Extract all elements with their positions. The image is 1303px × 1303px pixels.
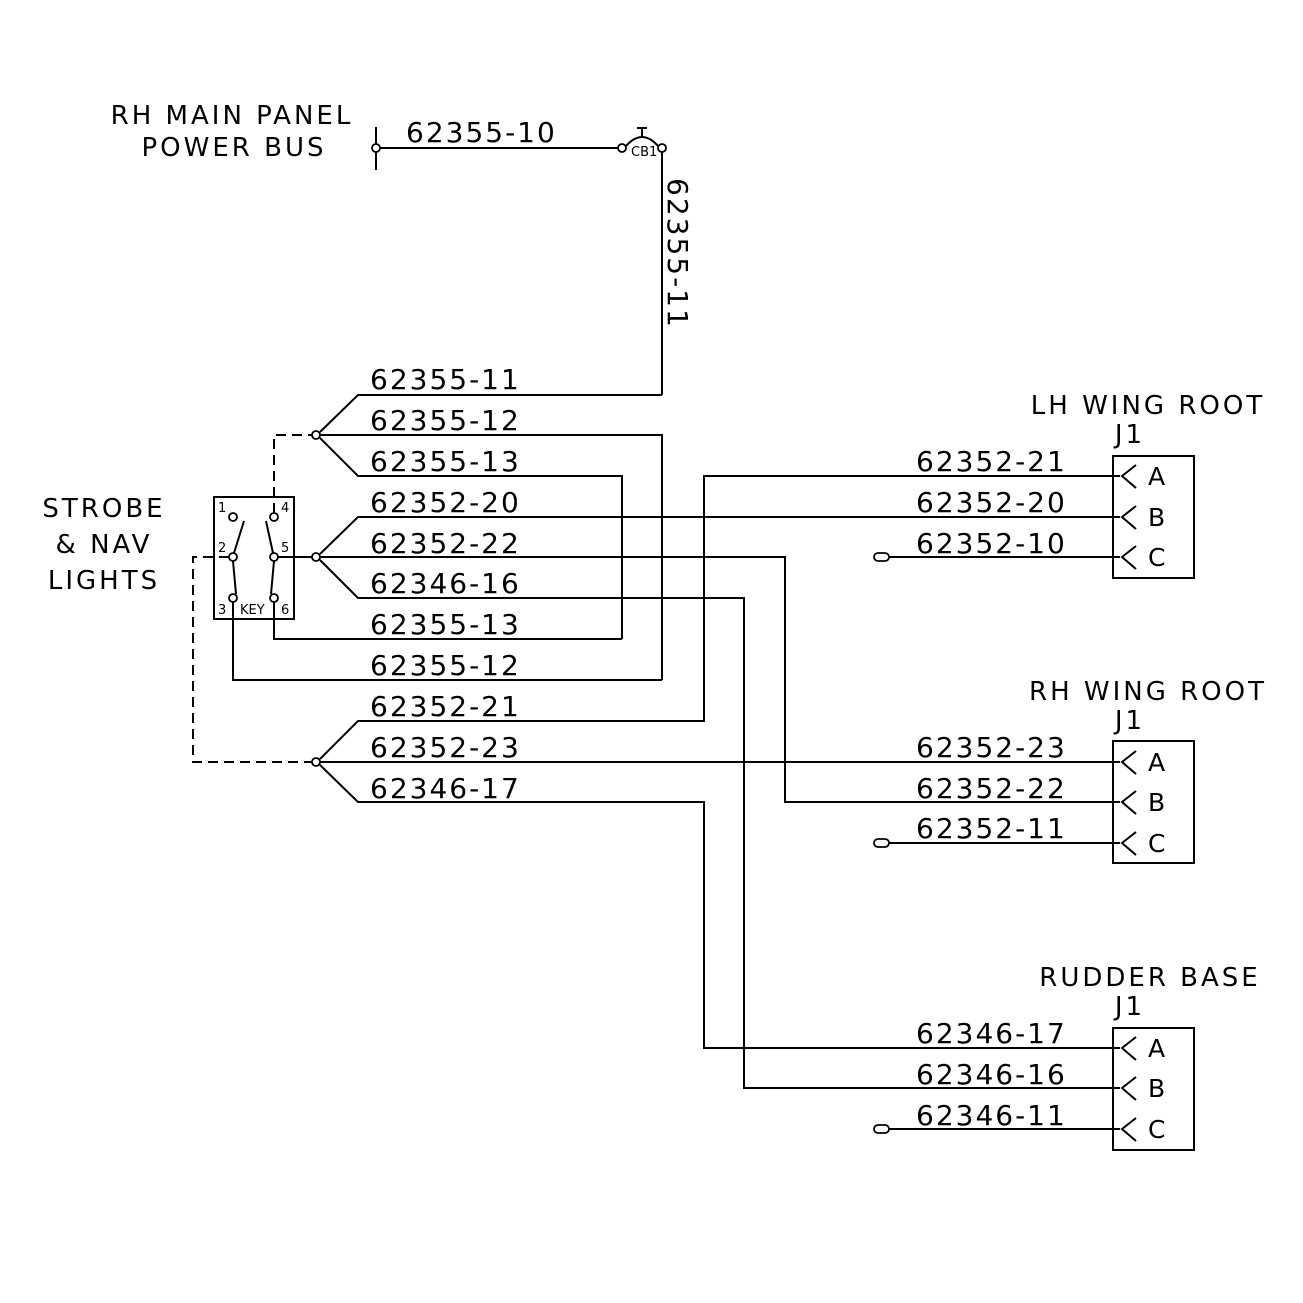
splice-top bbox=[311, 430, 321, 440]
bus-terminal bbox=[371, 143, 381, 153]
connector-subtitle: J1 bbox=[1113, 706, 1145, 736]
harness-label-9: 62352-21 bbox=[370, 690, 521, 723]
wire-62346-17 bbox=[319, 764, 1120, 1049]
breaker-label: CB1 bbox=[631, 145, 657, 160]
switch-pin-4: 4 bbox=[281, 501, 289, 516]
wire-label-pin-c: 62346-11 bbox=[916, 1099, 1067, 1132]
connector-subtitle: J1 bbox=[1113, 420, 1145, 450]
harness-label-1: 62355-11 bbox=[370, 363, 521, 396]
wire-label-pin-b: 62346-16 bbox=[916, 1058, 1067, 1091]
switch-title-line3: LIGHTS bbox=[48, 566, 160, 596]
splice-mid bbox=[311, 552, 321, 562]
circuit-breaker-cb1: CB1 bbox=[617, 127, 667, 160]
ground-terminal bbox=[873, 1124, 890, 1134]
harness-label-4: 62352-20 bbox=[370, 486, 521, 519]
pin-c: C bbox=[1148, 1115, 1165, 1144]
connector-title: RH WING ROOT bbox=[1029, 677, 1267, 707]
pin-b: B bbox=[1148, 1074, 1165, 1103]
wire-label-pin-a: 62346-17 bbox=[916, 1017, 1067, 1050]
connector-title: RUDDER BASE bbox=[1039, 963, 1260, 993]
pin-a: A bbox=[1148, 462, 1165, 491]
harness-label-11: 62346-17 bbox=[370, 772, 521, 805]
harness-label-3: 62355-13 bbox=[370, 445, 521, 478]
wire-label-pin-a: 62352-23 bbox=[916, 731, 1067, 764]
switch-pin-1: 1 bbox=[218, 501, 226, 516]
wire-label-62355-11-vertical: 62355-11 bbox=[661, 178, 694, 329]
harness-label-2: 62355-12 bbox=[370, 404, 521, 437]
splice-bottom bbox=[311, 757, 321, 767]
pin-a: A bbox=[1148, 1034, 1165, 1063]
wire-62352-22 bbox=[320, 556, 1120, 803]
wire-62355-13-bottom bbox=[273, 602, 622, 640]
harness-label-6: 62346-16 bbox=[370, 567, 521, 600]
connector-title: LH WING ROOT bbox=[1031, 391, 1265, 421]
wire-label-pin-c: 62352-10 bbox=[916, 527, 1067, 560]
connector-subtitle: J1 bbox=[1113, 992, 1145, 1022]
ground-terminal bbox=[873, 552, 890, 562]
switch-pin-6: 6 bbox=[281, 603, 289, 618]
wire-62352-21 bbox=[319, 475, 1120, 760]
switch-title-line1: STROBE bbox=[42, 494, 165, 524]
switch-pin-5: 5 bbox=[281, 541, 289, 556]
wire-62355-11 bbox=[319, 394, 662, 433]
switch-key-label: KEY bbox=[240, 603, 265, 618]
switch-title-line2: & NAV bbox=[56, 530, 153, 560]
harness-label-10: 62352-23 bbox=[370, 731, 521, 764]
power-bus-title-line1: RH MAIN PANEL bbox=[111, 101, 354, 131]
connector-lh-wing-root: LH WING ROOT J1 A B C 62352-21 62352-20 … bbox=[873, 391, 1265, 579]
wire-62355-12-bottom bbox=[232, 602, 662, 681]
jumper-pin2-bottom bbox=[192, 556, 312, 763]
pin-a: A bbox=[1148, 748, 1165, 777]
jumper-pin4-top bbox=[273, 434, 312, 513]
wire-label-pin-b: 62352-20 bbox=[916, 486, 1067, 519]
wire-label-62355-10: 62355-10 bbox=[406, 116, 557, 149]
harness-label-7: 62355-13 bbox=[370, 608, 521, 641]
connector-rh-wing-root: RH WING ROOT J1 A B C 62352-23 62352-22 … bbox=[873, 677, 1267, 864]
switch-pin-2: 2 bbox=[218, 541, 226, 556]
connector-rudder-base: RUDDER BASE J1 A B C 62346-17 62346-16 6… bbox=[873, 963, 1260, 1151]
pin-b: B bbox=[1148, 788, 1165, 817]
wire-label-pin-b: 62352-22 bbox=[916, 772, 1067, 805]
power-bus-title-line2: POWER BUS bbox=[142, 133, 327, 163]
wire-label-pin-c: 62352-11 bbox=[916, 812, 1067, 845]
wire-62352-20 bbox=[319, 516, 1120, 555]
harness-label-8: 62355-12 bbox=[370, 649, 521, 682]
pin-b: B bbox=[1148, 503, 1165, 532]
pin-c: C bbox=[1148, 543, 1165, 572]
switch-pin-3: 3 bbox=[218, 603, 226, 618]
harness-label-5: 62352-22 bbox=[370, 527, 521, 560]
pin-c: C bbox=[1148, 829, 1165, 858]
wire-62346-16 bbox=[319, 559, 1120, 1089]
wire-label-pin-a: 62352-21 bbox=[916, 445, 1067, 478]
ground-terminal bbox=[873, 838, 890, 848]
